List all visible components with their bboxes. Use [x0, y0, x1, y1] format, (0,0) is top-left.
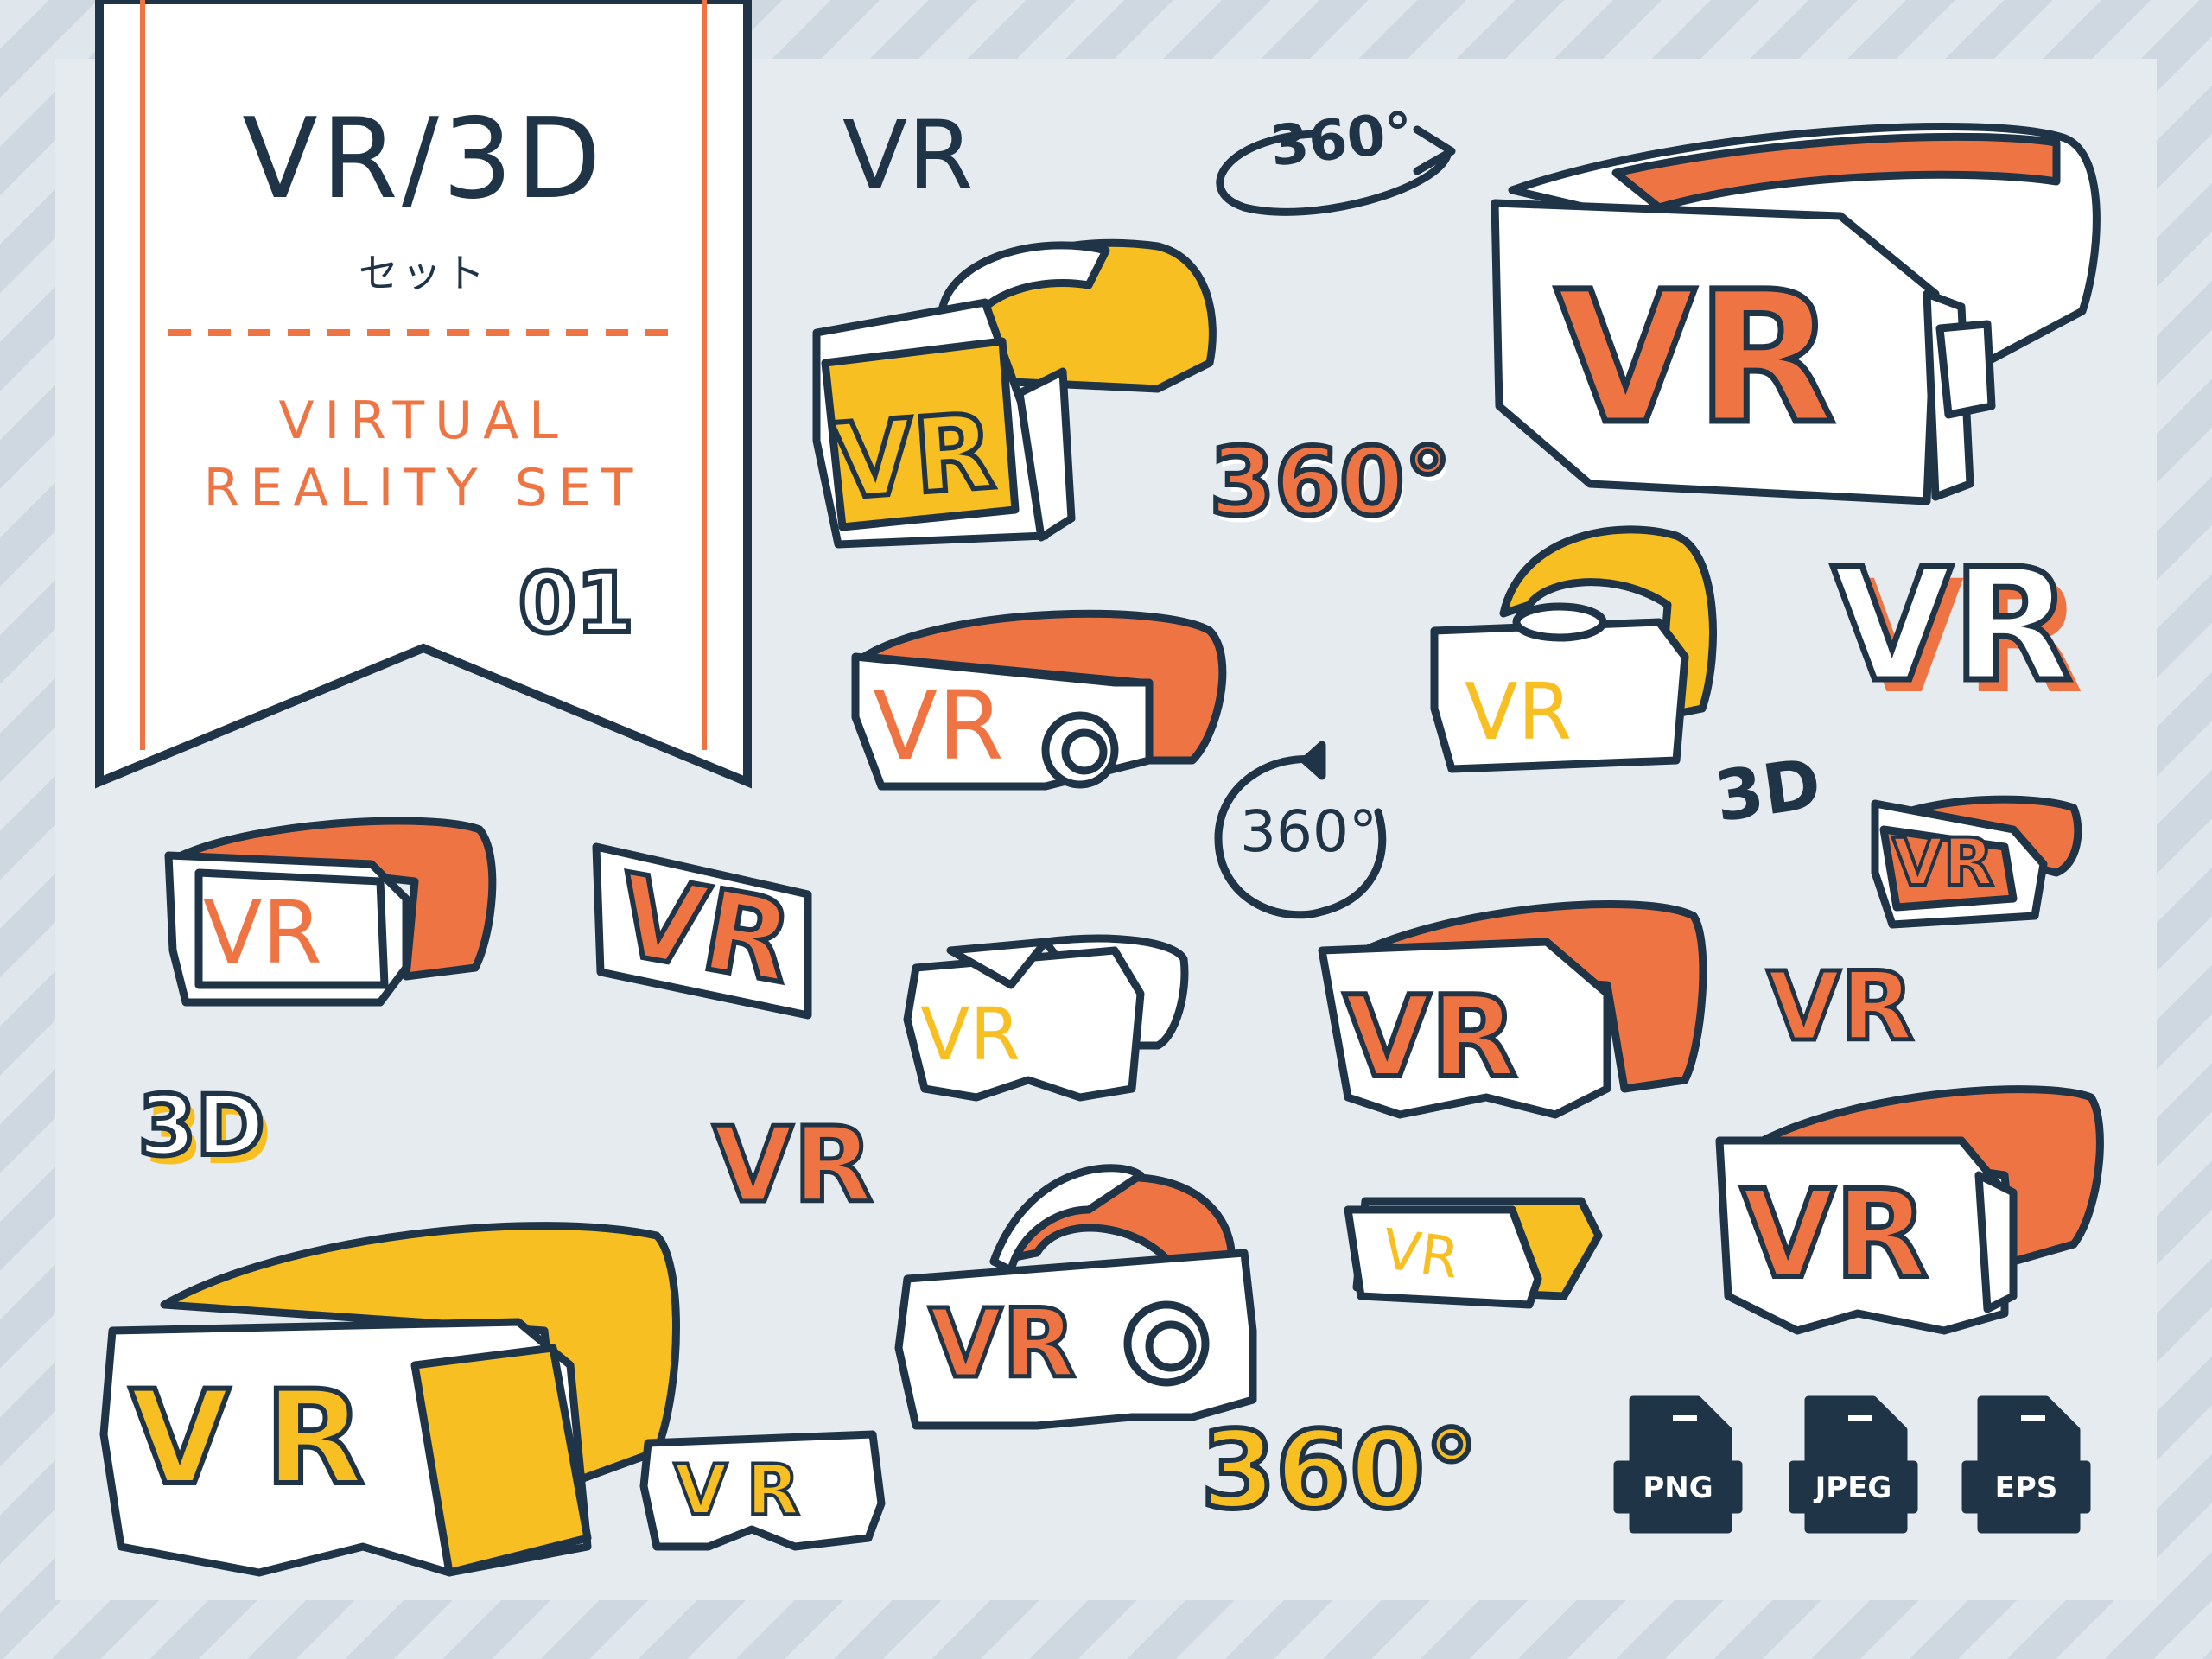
banner-number: 01 [516, 552, 637, 654]
headset-big-orange [1491, 123, 2101, 505]
banner-english-line2: REALITY SET [203, 458, 644, 518]
rotate-arrow-icon [1216, 130, 1452, 216]
headset-side-orange [851, 609, 1227, 791]
file-icon-eps [1961, 1395, 2091, 1534]
headset-right-orange [1715, 1085, 2104, 1335]
headset-left-orange [164, 817, 497, 1007]
file-label-png: PNG [1643, 1471, 1713, 1505]
headset-round-orange [894, 1164, 1257, 1430]
small-goggles-white [639, 1430, 886, 1551]
file-label-jpeg: JPEG [1815, 1471, 1892, 1505]
headset-big-yellow [99, 1222, 680, 1577]
file-icon-png [1613, 1395, 1743, 1534]
goggles-yellow [903, 934, 1189, 1102]
headset-yellow-strap [812, 238, 1217, 549]
headset-small-right [1871, 795, 2082, 929]
file-icon-jpeg [1789, 1395, 1918, 1534]
arrowhead-icon [1413, 125, 1456, 175]
headset-center-orange [1318, 900, 1707, 1119]
banner-subtitle: セット [359, 250, 488, 296]
vr-box [592, 842, 812, 1020]
circle-arrowhead-icon [1300, 741, 1326, 780]
banner-title: VR/3D [242, 95, 605, 224]
file-label-eps: EPS [1994, 1471, 2058, 1505]
banner-english-line1: VIRTUAL [278, 391, 569, 451]
circle-arrow-icon [1214, 755, 1387, 919]
headset-top-strap-yellow [1430, 525, 1717, 773]
box-goggles-yellow [1344, 1197, 1603, 1309]
